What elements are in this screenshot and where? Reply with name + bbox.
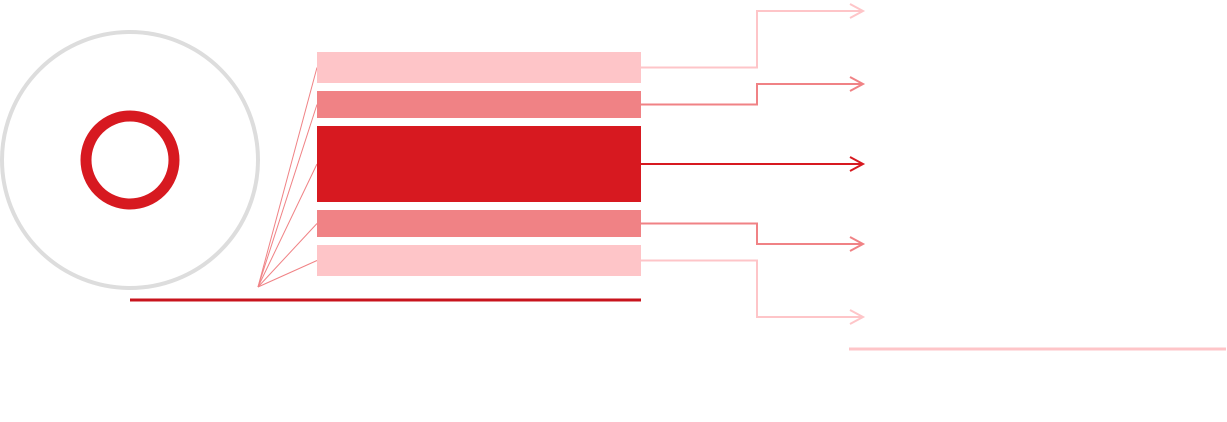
connector-mid-top xyxy=(641,83,863,106)
connectors-group xyxy=(641,3,866,325)
layer-stack xyxy=(317,52,641,276)
arrowhead-mid-top-icon xyxy=(849,76,866,92)
layer-outer-bottom xyxy=(317,245,641,276)
fan-line-mid-top xyxy=(257,104,318,288)
connector-outer-top xyxy=(641,10,863,69)
fan-line-outer-bottom xyxy=(257,260,318,288)
arrowhead-core-icon xyxy=(849,156,866,172)
connector-outer-bottom xyxy=(641,259,863,318)
layer-mid-bottom xyxy=(317,210,641,237)
layer-core xyxy=(317,126,641,202)
fan-line-core xyxy=(257,163,318,288)
arrowhead-outer-top-icon xyxy=(849,3,866,19)
arrowhead-mid-bottom-icon xyxy=(849,236,866,252)
roll-outline-circle xyxy=(0,30,260,290)
fan-lines-group xyxy=(257,67,318,288)
layer-mid-top xyxy=(317,91,641,118)
fan-line-outer-top xyxy=(257,67,318,288)
layer-outer-top xyxy=(317,52,641,83)
fan-line-mid-bottom xyxy=(257,223,318,288)
connector-mid-bottom xyxy=(641,222,863,245)
roll-core-ring xyxy=(80,110,180,210)
arrowhead-outer-bottom-icon xyxy=(849,309,866,325)
